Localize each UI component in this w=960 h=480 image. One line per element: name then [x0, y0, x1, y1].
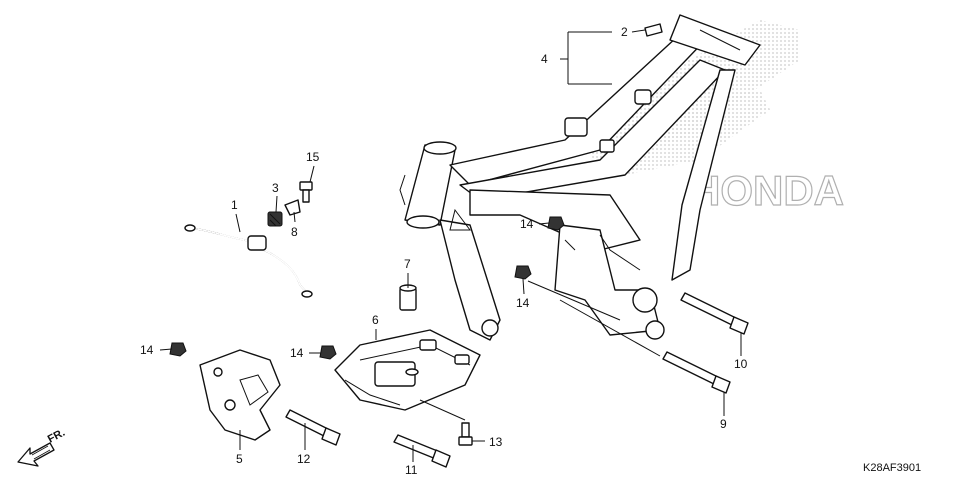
front-direction-indicator: FR.	[17, 427, 67, 467]
main-frame-part	[399, 14, 761, 341]
callout-6: 6	[372, 313, 379, 327]
callout-3: 3	[272, 181, 279, 195]
bolt-12-part	[285, 409, 341, 446]
collar-part	[399, 284, 417, 311]
long-bolt-10-part	[680, 292, 749, 335]
flange-nut-part-d	[514, 265, 532, 280]
callout-13: 13	[489, 435, 503, 449]
flange-nut-part-c	[547, 216, 565, 231]
callout-5: 5	[236, 452, 243, 466]
flange-nut-part-b	[319, 345, 337, 360]
figure-code: K28AF3901	[863, 462, 921, 474]
callout-4: 4	[541, 52, 548, 66]
callout-14-d: 14	[516, 296, 530, 310]
grommet-part	[267, 211, 283, 227]
callout-7: 7	[404, 257, 411, 271]
callout-1: 1	[231, 198, 238, 212]
bolt-13-part	[458, 422, 473, 446]
callout-11: 11	[405, 463, 418, 477]
callout-numbers: 2 4 15 3 8 1 7 6 14 14 14 14 5 12 11 13 …	[140, 25, 748, 477]
leader-lines	[159, 29, 742, 462]
engine-hanger-plate-part	[199, 349, 281, 441]
callout-15: 15	[306, 150, 320, 164]
clip-part	[284, 199, 301, 216]
label-sticker-part	[644, 23, 663, 37]
callout-9: 9	[720, 417, 727, 431]
callout-8: 8	[291, 225, 298, 239]
front-arrow-label: FR.	[46, 427, 67, 446]
callout-2: 2	[621, 25, 628, 39]
flange-nut-part-a	[169, 342, 187, 357]
callout-14-c: 14	[520, 217, 534, 231]
callout-10: 10	[734, 357, 748, 371]
callout-14-a: 14	[140, 343, 154, 357]
callout-12: 12	[297, 452, 311, 466]
front-arrow-icon	[17, 442, 55, 467]
watermark-brand-text: HONDA	[690, 167, 844, 214]
callout-14-b: 14	[290, 346, 304, 360]
small-bolt-part	[299, 181, 313, 203]
bolt-11-part	[393, 434, 451, 468]
long-bolt-9-part	[662, 351, 731, 394]
wire-bracket-part	[184, 224, 313, 298]
skid-plate-part	[334, 329, 481, 411]
